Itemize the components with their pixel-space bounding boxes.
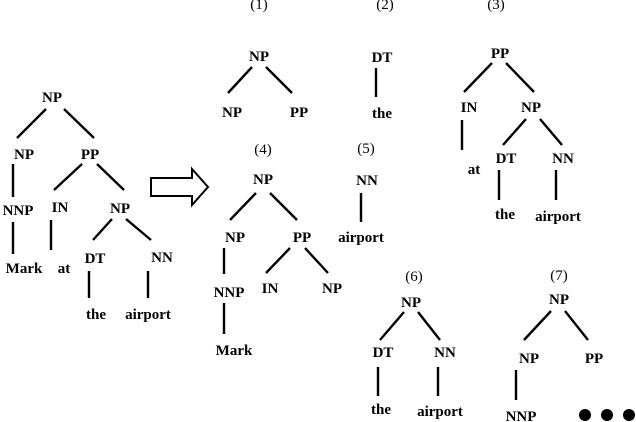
- fragment-2: (2) DT the: [372, 0, 394, 122]
- tree-node: NP: [253, 172, 273, 188]
- tree-leaf: Mark: [216, 343, 253, 359]
- edge: [227, 66, 293, 94]
- edge: [523, 310, 589, 341]
- fragment-label: (5): [357, 141, 375, 157]
- main-tree: NP NP PP NNP IN NP Mark at DT NN the air…: [3, 90, 173, 323]
- tree-leaf: airport: [417, 404, 463, 420]
- tree-leaf: Mark: [6, 261, 43, 277]
- fragment-4: (4) NP NP PP NNP IN NP Mark: [214, 142, 342, 359]
- tree-node: NP: [249, 49, 269, 65]
- tree-node: NP: [549, 292, 569, 308]
- fragment-label: (6): [405, 269, 423, 285]
- edge: [92, 218, 152, 241]
- fragment-6: (6) NP DT NN the airport: [371, 269, 463, 420]
- tree-node: DT: [496, 151, 517, 167]
- fragment-7: (7) NP NP PP NNP: [506, 268, 604, 422]
- tree-node: NP: [110, 201, 130, 217]
- tree-node: IN: [262, 281, 279, 297]
- tree-node: PP: [491, 46, 509, 62]
- tree-node: IN: [52, 200, 69, 216]
- transform-arrow-icon: [150, 166, 210, 208]
- fragment-label: (7): [550, 268, 568, 284]
- edge: [16, 108, 95, 139]
- tree-node: NP: [42, 90, 62, 106]
- tree-node: DT: [373, 345, 394, 361]
- edge: [53, 163, 125, 191]
- tree-leaf: the: [371, 402, 391, 418]
- edge: [502, 118, 563, 146]
- tree-node: NNP: [214, 285, 245, 301]
- tree-leaf: the: [495, 207, 515, 223]
- tree-node: NP: [519, 351, 539, 367]
- fragment-label: (4): [254, 142, 272, 158]
- tree-node: PP: [293, 230, 311, 246]
- tree-node: PP: [81, 147, 99, 163]
- tree-leaf: the: [372, 106, 392, 122]
- tree-node: NN: [356, 173, 378, 189]
- fragment-5: (5) NN airport: [338, 141, 384, 246]
- tree-node: NP: [521, 100, 541, 116]
- fragment-label: (2): [376, 0, 394, 13]
- tree-node: NP: [401, 295, 421, 311]
- tree-node: DT: [372, 50, 393, 66]
- tree-node: NN: [151, 250, 173, 266]
- edge: [463, 62, 535, 93]
- tree-node: PP: [585, 351, 603, 367]
- tree-node: NN: [434, 345, 456, 361]
- tree-node: NP: [322, 281, 342, 297]
- tree-node: NNP: [506, 409, 537, 422]
- tree-node: IN: [461, 100, 478, 116]
- tree-node: NP: [225, 230, 245, 246]
- tree-node: DT: [85, 251, 106, 267]
- tree-node: NP: [14, 147, 34, 163]
- tree-node: NNP: [3, 203, 34, 219]
- edge: [265, 247, 329, 274]
- fragment-label: (3): [487, 0, 505, 13]
- edge: [229, 192, 298, 221]
- fragment-1: (1) NP NP PP: [222, 0, 308, 121]
- tree-leaf: the: [86, 307, 106, 323]
- ellipsis-icon: [579, 409, 635, 421]
- edge: [379, 311, 441, 341]
- tree-leaf: at: [468, 162, 481, 178]
- tree-leaf: at: [58, 261, 71, 277]
- tree-node: NN: [552, 151, 574, 167]
- fragment-label: (1): [250, 0, 268, 13]
- tree-leaf: airport: [535, 209, 581, 225]
- tree-node: PP: [290, 105, 308, 121]
- fragment-3: (3) PP IN NP at DT NN the airport: [461, 0, 581, 225]
- tree-node: NP: [222, 105, 242, 121]
- tree-leaf: airport: [125, 307, 171, 323]
- tree-leaf: airport: [338, 230, 384, 246]
